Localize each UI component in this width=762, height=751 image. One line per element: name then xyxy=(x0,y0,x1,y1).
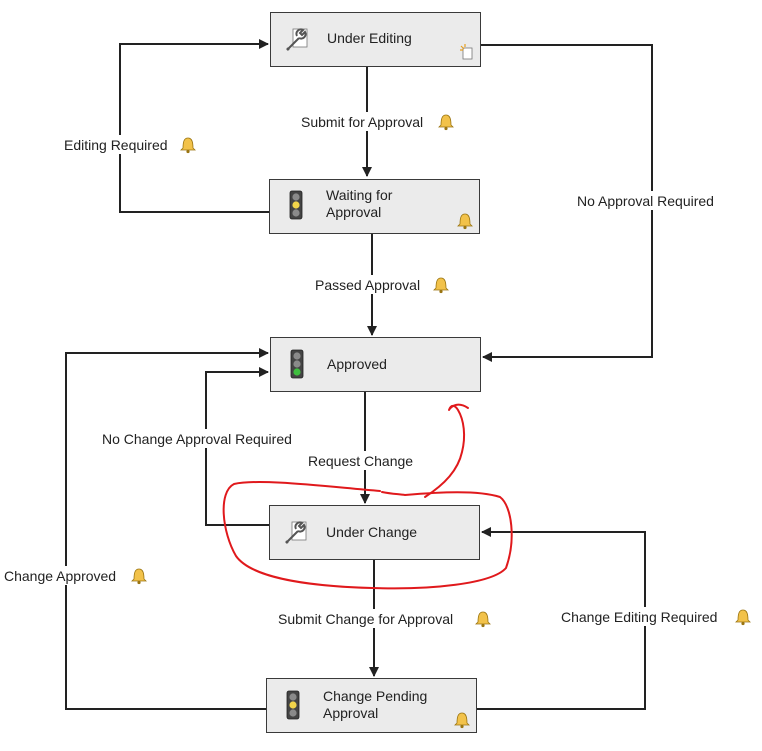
svg-text:Under Change: Under Change xyxy=(326,524,417,540)
svg-text:Passed Approval: Passed Approval xyxy=(315,277,420,293)
node-change-pending-approval[interactable]: Change Pending Approval xyxy=(266,678,477,733)
node-waiting-for-approval[interactable]: Waiting for Approval xyxy=(269,179,480,234)
svg-text:Approval: Approval xyxy=(326,204,381,220)
svg-text:Approval: Approval xyxy=(323,705,378,721)
svg-text:No Change Approval Required: No Change Approval Required xyxy=(102,431,292,447)
label-passed-approval: Passed Approval xyxy=(310,275,452,294)
svg-text:Under Editing: Under Editing xyxy=(327,30,412,46)
svg-text:Change Approved: Change Approved xyxy=(4,568,116,584)
label-editing-required: Editing Required xyxy=(60,135,198,154)
node-under-editing[interactable]: Under Editing xyxy=(270,12,481,67)
node-approved[interactable]: Approved xyxy=(270,337,481,392)
traffic-light-yellow-icon xyxy=(286,690,300,720)
label-no-approval-required: No Approval Required xyxy=(572,191,724,210)
edge-no-change-approval-required xyxy=(205,367,270,526)
svg-text:Change Pending: Change Pending xyxy=(323,688,427,704)
red-annotation-circle xyxy=(222,480,513,590)
edge-editing-required xyxy=(119,39,270,213)
red-annotation-tail xyxy=(424,403,469,498)
label-no-change-approval-required: No Change Approval Required xyxy=(98,429,306,448)
label-request-change: Request Change xyxy=(304,451,422,470)
traffic-light-green-icon xyxy=(290,349,304,379)
label-change-approved: Change Approved xyxy=(0,566,150,585)
svg-text:No Approval Required: No Approval Required xyxy=(577,193,714,209)
label-change-editing-required: Change Editing Required xyxy=(557,607,755,626)
svg-text:Approved: Approved xyxy=(327,356,387,372)
traffic-light-yellow-icon xyxy=(289,190,303,220)
svg-text:Submit for Approval: Submit for Approval xyxy=(301,114,423,130)
svg-text:Waiting for: Waiting for xyxy=(326,187,393,203)
svg-text:Change Editing Required: Change Editing Required xyxy=(561,609,717,625)
label-submit-change-for-approval: Submit Change for Approval xyxy=(274,609,496,628)
svg-text:Request Change: Request Change xyxy=(308,453,413,469)
svg-text:Editing Required: Editing Required xyxy=(64,137,168,153)
edge-change-approved xyxy=(65,348,269,710)
label-submit-for-approval: Submit for Approval xyxy=(296,112,458,131)
svg-text:Submit Change for Approval: Submit Change for Approval xyxy=(278,611,453,627)
node-under-change[interactable]: Under Change xyxy=(269,505,480,560)
